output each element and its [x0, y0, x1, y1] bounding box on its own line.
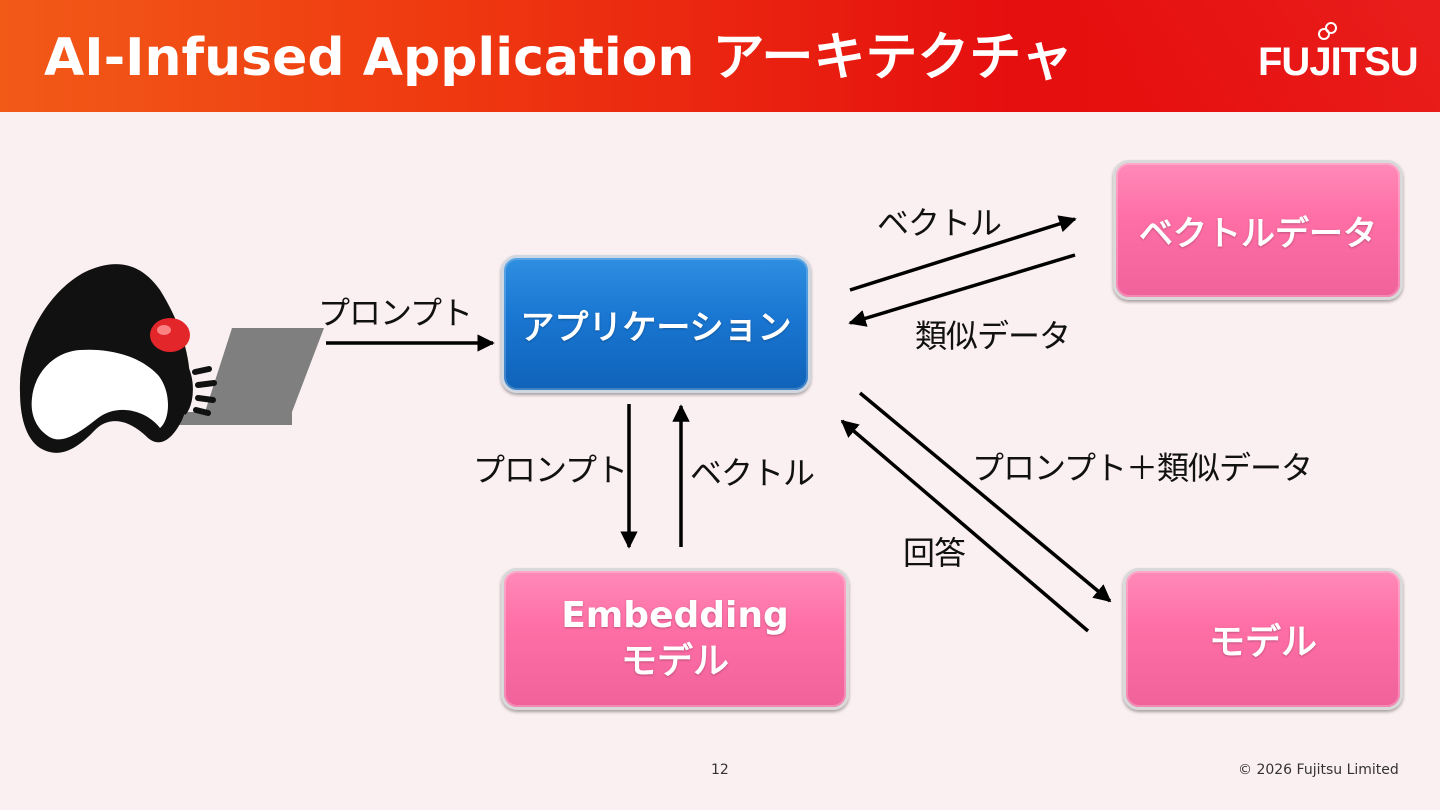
- label-prompt-to-embedding: プロンプト: [473, 451, 628, 489]
- title-bar: AI-Infused Application アーキテクチャ FUJITSU: [0, 0, 1440, 112]
- label-user-prompt: プロンプト: [318, 294, 473, 332]
- duke-mascot-with-laptop-icon: [19, 264, 324, 453]
- label-similar-data: 類似データ: [915, 317, 1071, 355]
- label-vector-to-store: ベクトル: [877, 204, 1002, 242]
- fujitsu-logo: FUJITSU: [1258, 40, 1419, 84]
- embedding-label-line2: モデル: [620, 641, 729, 682]
- vector-data-box: ベクトルデータ: [1113, 160, 1403, 300]
- page-number: 12: [711, 762, 729, 778]
- embedding-model-box: Embedding モデル: [501, 568, 849, 710]
- vector-data-label: ベクトルデータ: [1139, 213, 1377, 254]
- label-vector-from-embedding: ベクトル: [690, 454, 815, 492]
- model-label: モデル: [1208, 622, 1317, 663]
- laptop-base: [175, 412, 292, 425]
- arrow-model-to-app: [840, 419, 1090, 633]
- slide-title: AI-Infused Application アーキテクチャ: [44, 28, 1073, 88]
- duke-hand: [192, 366, 217, 416]
- label-prompt-plus-similar: プロンプト＋類似データ: [972, 449, 1313, 487]
- arrow-app-to-vector-data: [849, 215, 1077, 292]
- laptop-screen: [205, 328, 324, 412]
- arrow-app-to-model: [858, 391, 1112, 603]
- fujitsu-logo-loops-icon: [1318, 22, 1337, 40]
- application-box: アプリケーション: [501, 255, 811, 393]
- embedding-label-line1: Embedding: [561, 595, 789, 636]
- label-answer: 回答: [903, 534, 966, 572]
- application-label: アプリケーション: [520, 307, 792, 348]
- duke-body-white: [31, 349, 168, 440]
- copyright: © 2026 Fujitsu Limited: [1238, 762, 1399, 778]
- model-box: モデル: [1123, 568, 1403, 710]
- arrow-vector-data-to-app: [848, 253, 1076, 327]
